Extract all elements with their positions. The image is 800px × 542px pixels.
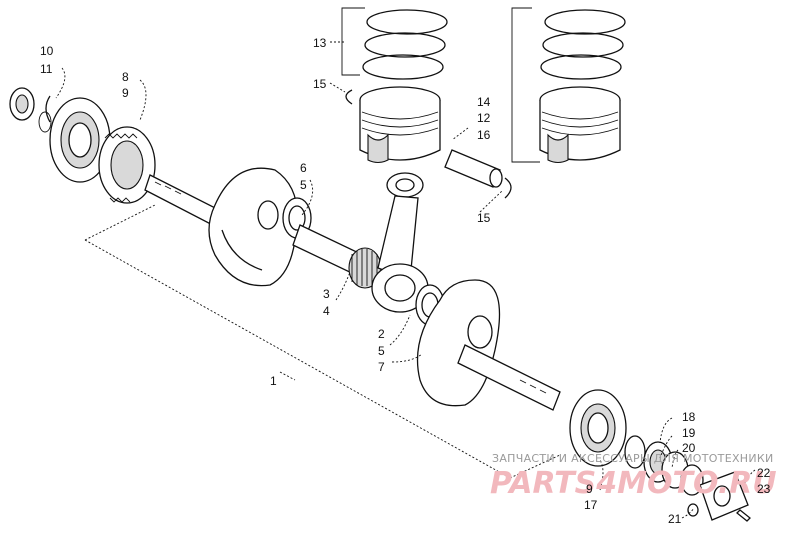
callout-14: 14 bbox=[477, 95, 491, 109]
callout-19: 19 bbox=[682, 426, 696, 440]
piston-ring-set-right bbox=[540, 9, 626, 80]
callout-15-upper: 15 bbox=[313, 77, 327, 91]
wrist-pin bbox=[444, 149, 503, 188]
piston-left bbox=[359, 86, 441, 164]
callout-20: 20 bbox=[682, 441, 696, 455]
piston-right bbox=[539, 86, 621, 164]
callout-11: 11 bbox=[40, 62, 53, 76]
callout-22: 22 bbox=[757, 466, 771, 480]
callout-18: 18 bbox=[682, 410, 696, 424]
piston-ring-set-left bbox=[362, 9, 448, 80]
callout-21: 21 bbox=[668, 512, 682, 526]
callout-15-lower: 15 bbox=[477, 211, 491, 225]
callout-8: 8 bbox=[122, 70, 129, 84]
seal-stack-right bbox=[624, 435, 704, 496]
circlip-upper bbox=[345, 89, 353, 105]
callout-4: 4 bbox=[323, 304, 330, 318]
watermark-tagline: ЗАПЧАСТИ И АКСЕССУАРЫ ДЛЯ МОТОТЕХНИКИ bbox=[492, 452, 774, 465]
callout-16: 16 bbox=[477, 128, 491, 142]
callout-1: 1 bbox=[270, 374, 277, 388]
piston-assembly-bracket bbox=[341, 7, 540, 163]
main-bearing-left bbox=[49, 97, 111, 183]
crankshaft-left-half bbox=[144, 167, 299, 287]
watermark-logo: PARTS4MOTO.RU bbox=[490, 466, 777, 501]
callout-17: 17 bbox=[584, 498, 598, 512]
callout-13: 13 bbox=[313, 36, 327, 50]
callout-5-upper: 5 bbox=[300, 178, 307, 192]
callout-leaders bbox=[55, 41, 756, 519]
callout-9-upper: 9 bbox=[122, 86, 129, 100]
timing-gear bbox=[98, 126, 156, 204]
circlip-lower bbox=[504, 177, 512, 199]
callout-12: 12 bbox=[477, 111, 491, 125]
callout-10: 10 bbox=[40, 44, 54, 58]
callout-labels: 10 11 8 9 13 15 14 12 16 15 6 5 3 4 2 5 … bbox=[40, 36, 771, 526]
callout-2: 2 bbox=[378, 327, 385, 341]
connecting-rod bbox=[371, 172, 429, 313]
crankshaft-right-half bbox=[416, 279, 561, 411]
callout-3: 3 bbox=[323, 287, 330, 301]
main-bearing-right bbox=[569, 389, 627, 467]
assembly-bracket-lines bbox=[84, 204, 561, 479]
callout-6: 6 bbox=[300, 161, 307, 175]
callout-23: 23 bbox=[757, 482, 771, 496]
retainer-plate bbox=[687, 471, 751, 522]
callout-5-lower: 5 bbox=[378, 344, 385, 358]
callout-9-lower: 9 bbox=[586, 482, 593, 496]
callout-7: 7 bbox=[378, 360, 385, 374]
oil-seal-part bbox=[9, 87, 52, 133]
